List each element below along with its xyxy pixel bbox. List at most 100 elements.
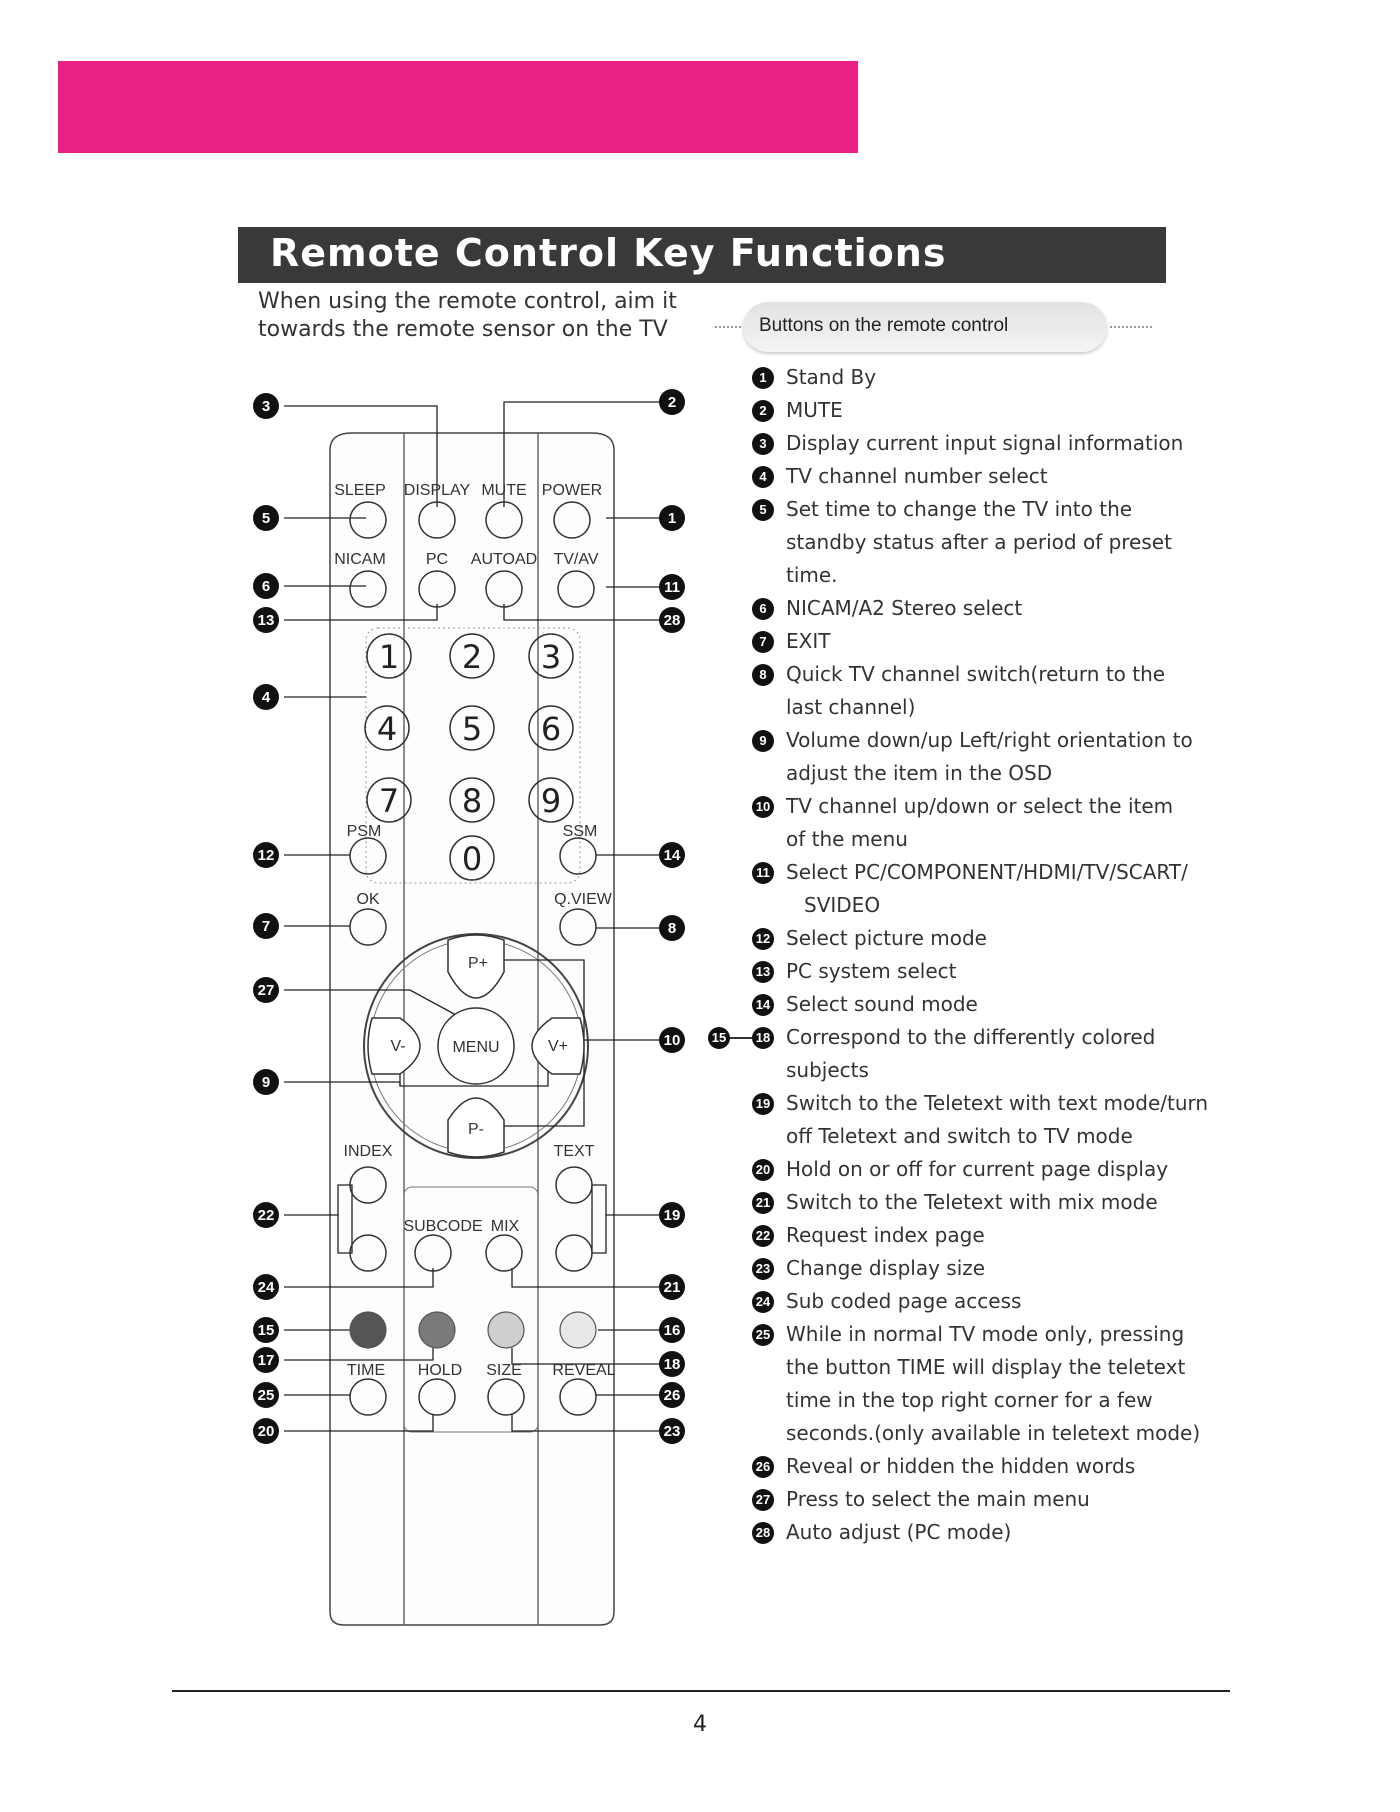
number-badge: 10 (752, 796, 774, 818)
channel-up-button[interactable] (447, 934, 505, 999)
footer-rule (172, 1690, 1230, 1692)
subcode-button[interactable] (414, 1234, 452, 1272)
power-button[interactable] (553, 501, 591, 539)
green-key-button[interactable] (418, 1311, 456, 1349)
callout-badge (253, 1274, 279, 1300)
digit-0-label: 0 (462, 840, 482, 878)
function-text: Change display size (786, 1256, 986, 1280)
number-badge: 5 (752, 499, 774, 521)
function-text-line: adjust the item in the OSD (786, 761, 1053, 785)
digit-5-button[interactable] (449, 705, 495, 751)
ok-button[interactable] (349, 908, 387, 946)
display-button[interactable] (418, 501, 456, 539)
number-badge: 27 (752, 1489, 774, 1511)
channel-down-button[interactable] (447, 1097, 505, 1158)
callout-badge (659, 1317, 685, 1343)
dotted-leader-left (715, 326, 741, 328)
mix-button[interactable] (485, 1234, 523, 1272)
callout-number: 7 (262, 918, 270, 935)
volume-up-button[interactable] (531, 1017, 585, 1075)
digit-7-button[interactable] (366, 777, 412, 823)
remote-control-diagram: SLEEP DISPLAY MUTE POWER NICAM PC AUTOAD… (253, 389, 685, 1626)
callout-badge (659, 1274, 685, 1300)
function-text-line: Correspond to the differently colored (786, 1025, 1156, 1049)
callout-badge (253, 684, 279, 710)
pill-label: Buttons on the remote control (759, 315, 1009, 336)
function-text-line: last channel) (786, 695, 916, 719)
digit-6-button[interactable] (528, 705, 574, 751)
digit-4-button[interactable] (364, 705, 410, 751)
function-text: Select sound mode (786, 992, 978, 1016)
function-text-line: Quick TV channel switch(return to the (786, 662, 1166, 686)
callout-badge (253, 977, 279, 1003)
reveal-button[interactable] (559, 1378, 597, 1416)
size-button[interactable] (487, 1378, 525, 1416)
ssm-button[interactable] (559, 837, 597, 875)
function-text: Stand By (786, 365, 877, 389)
nicam-button[interactable] (349, 570, 387, 608)
index-up-button[interactable] (349, 1166, 387, 1204)
title-banner: Remote Control Key Functions (238, 227, 1166, 283)
sleep-button[interactable] (349, 501, 387, 539)
callout-number: 27 (258, 982, 275, 999)
psm-button[interactable] (349, 837, 387, 875)
time-button[interactable] (349, 1378, 387, 1416)
number-badge: 18 (752, 1027, 774, 1049)
time-label: TIME (347, 1362, 385, 1379)
ssm-label: SSM (563, 823, 598, 840)
callout-number: 26 (664, 1387, 681, 1404)
blue-key-button[interactable] (559, 1311, 597, 1349)
qview-button[interactable] (559, 908, 597, 946)
callout-badge (253, 573, 279, 599)
menu-button[interactable] (437, 1007, 515, 1085)
psm-label: PSM (347, 823, 382, 840)
callout-badge (253, 1347, 279, 1373)
yellow-key-button[interactable] (487, 1311, 525, 1349)
red-key-button[interactable] (349, 1311, 387, 1349)
digit-9-label: 9 (541, 782, 561, 820)
intro-line-2: towards the remote sensor on the TV (258, 317, 668, 342)
text-label: TEXT (554, 1143, 595, 1160)
autoad-button[interactable] (485, 570, 523, 608)
callout-badge (659, 915, 685, 941)
callout-number: 22 (258, 1207, 275, 1224)
digit-0-button[interactable] (449, 835, 495, 881)
text-down-button[interactable] (555, 1234, 593, 1272)
volume-down-button[interactable] (367, 1017, 421, 1075)
callout-number: 17 (258, 1352, 275, 1369)
number-badge: 25 (752, 1324, 774, 1346)
text-up-button[interactable] (555, 1166, 593, 1204)
hold-button[interactable] (418, 1378, 456, 1416)
mute-button[interactable] (485, 501, 523, 539)
callout-number: 6 (262, 578, 270, 595)
callout-number: 25 (258, 1387, 275, 1404)
number-badge: 4 (752, 466, 774, 488)
digit-9-button[interactable] (528, 777, 574, 823)
digit-8-button[interactable] (449, 777, 495, 823)
number-badge: 12 (752, 928, 774, 950)
digit-3-button[interactable] (528, 633, 574, 679)
pc-button[interactable] (418, 570, 456, 608)
power-label: POWER (542, 482, 602, 499)
digit-2-button[interactable] (449, 633, 495, 679)
callout-badge (253, 393, 279, 419)
index-down-button[interactable] (349, 1234, 387, 1272)
tvav-button[interactable] (557, 570, 595, 608)
callout-badge (253, 1382, 279, 1408)
page-number: 4 (693, 1712, 707, 1737)
intro-text: When using the remote control, aim it to… (258, 288, 698, 344)
callout-number: 5 (262, 510, 270, 527)
function-text-line: Volume down/up Left/right orientation to (786, 728, 1193, 752)
digit-1-button[interactable] (366, 633, 412, 679)
